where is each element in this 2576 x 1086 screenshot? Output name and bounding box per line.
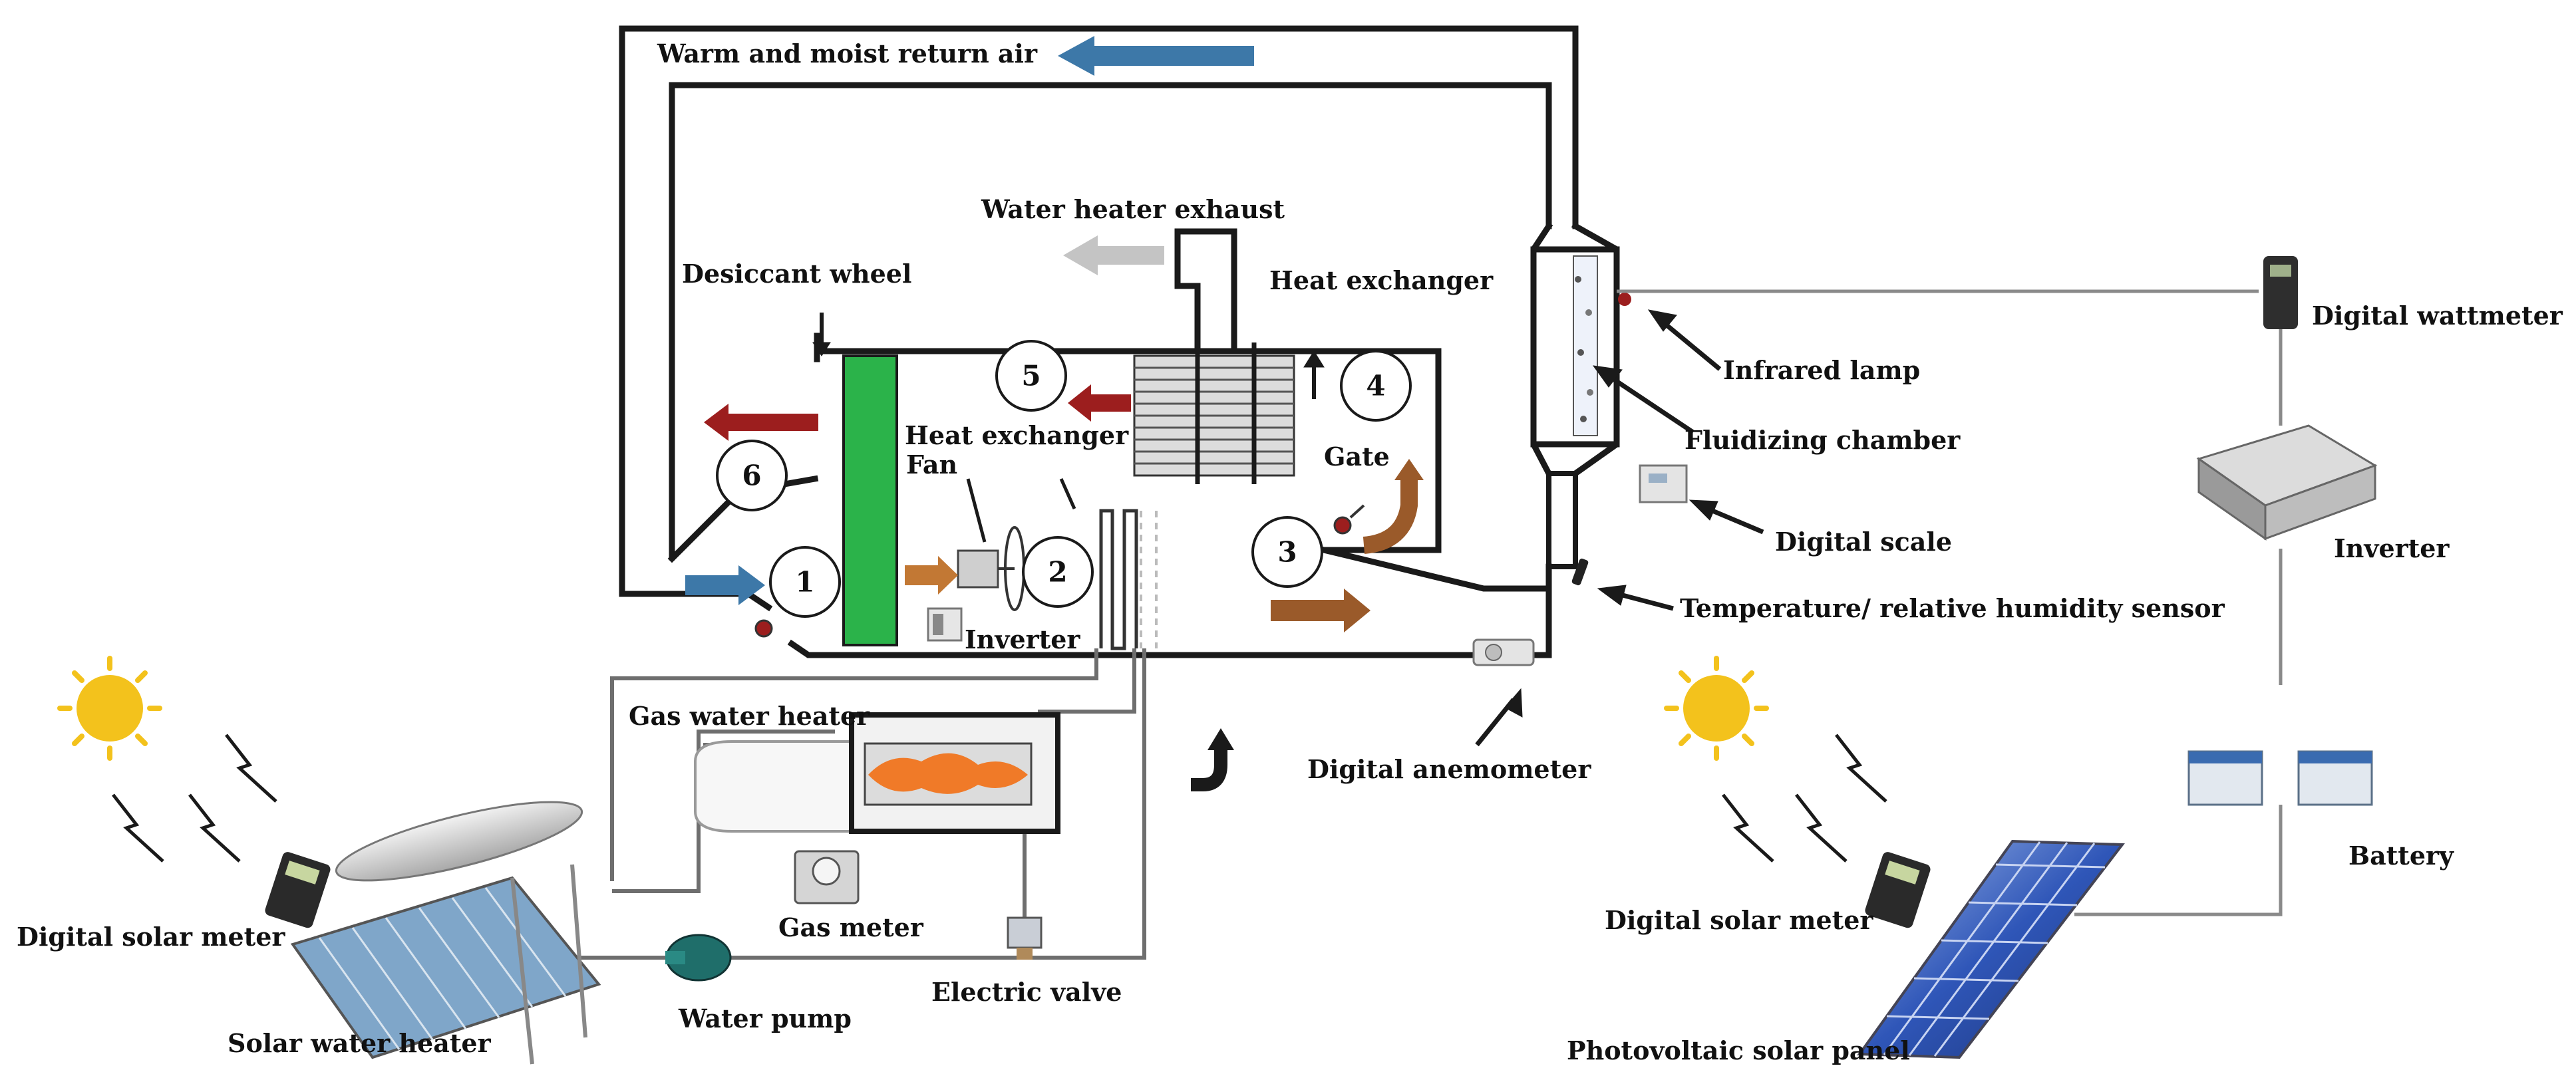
text-labels: Warm and moist return air Water heater e… <box>17 39 2563 1065</box>
sun-rays-right <box>1722 734 1887 863</box>
pv-panel <box>1857 839 2125 1059</box>
return-air-duct <box>619 25 1579 597</box>
grey-arrow-exhaust <box>1063 235 1164 275</box>
label-inverter-left: Inverter <box>965 624 1080 654</box>
station-4-label: 4 <box>1366 370 1385 402</box>
desiccant-wheel <box>842 354 898 646</box>
label-water-pump: Water pump <box>678 1004 852 1033</box>
fan-icon <box>957 526 1025 611</box>
blue-arrow-return <box>1058 36 1254 76</box>
temperature-sensor-icon <box>1571 558 1589 586</box>
heat-exchanger-top <box>1133 342 1295 484</box>
sun-rays-left <box>112 734 277 863</box>
solar-meter-icon-right <box>1865 852 1931 928</box>
station-3-label: 3 <box>1277 536 1297 569</box>
exhaust-stack <box>1174 228 1237 354</box>
inverter-small-icon <box>927 607 963 642</box>
heat-exchanger-mid <box>1099 509 1158 650</box>
brown-arrow-gate <box>1363 459 1424 554</box>
station-2-label: 2 <box>1048 556 1067 589</box>
electric-valve-icon <box>1007 916 1043 960</box>
label-heat-exchanger-top: Heat exchanger <box>1269 265 1494 295</box>
station-circles: 1 2 3 4 5 6 <box>716 340 1412 618</box>
station-1-label: 1 <box>795 566 814 599</box>
red-arrow-6 <box>704 404 818 441</box>
station-6 <box>716 440 788 511</box>
station-3 <box>1251 516 1323 588</box>
black-arrow-heater <box>1191 728 1234 791</box>
label-pv-panel: Photovoltaic solar panel <box>1567 1035 1910 1065</box>
station-4 <box>1340 350 1412 422</box>
battery-icon <box>2187 750 2373 806</box>
label-water-heater-exhaust: Water heater exhaust <box>981 194 1285 224</box>
label-solar-water-heater: Solar water heater <box>228 1028 492 1058</box>
electrical-wires <box>1617 289 2283 916</box>
label-digital-solar-meter-right: Digital solar meter <box>1605 905 1873 935</box>
gas-water-heater <box>694 712 1060 834</box>
sun-icon-right <box>1664 656 1769 761</box>
brown-arrow-fan <box>905 556 958 595</box>
digital-anemometer-icon <box>1472 638 1535 666</box>
label-desiccant-wheel: Desiccant wheel <box>682 259 911 289</box>
label-gas-water-heater: Gas water heater <box>629 701 870 731</box>
fluidizing-chamber <box>1530 221 1620 569</box>
digital-wattmeter-icon <box>2263 256 2298 329</box>
sun-icon-left <box>57 656 162 761</box>
brown-arrow-lower <box>1271 589 1370 632</box>
solar-water-heater <box>290 801 601 1065</box>
label-gas-meter: Gas meter <box>778 912 924 942</box>
label-battery: Battery <box>2348 841 2454 871</box>
label-return-air: Warm and moist return air <box>657 39 1038 68</box>
station-5 <box>995 340 1067 412</box>
label-digital-wattmeter: Digital wattmeter <box>2312 301 2563 331</box>
label-heat-exchanger-mid: Heat exchanger <box>905 420 1129 450</box>
label-gate: Gate <box>1324 442 1390 472</box>
label-fan: Fan <box>906 450 957 479</box>
station-6-label: 6 <box>742 460 761 492</box>
inverter-icon-right <box>2196 424 2378 541</box>
label-electric-valve: Electric valve <box>931 977 1122 1007</box>
water-pump-icon <box>665 934 732 982</box>
station-5-label: 5 <box>1021 360 1041 392</box>
station-2 <box>1022 536 1094 608</box>
label-inverter-right: Inverter <box>2334 533 2450 563</box>
infrared-lamp-icon <box>1618 293 1631 306</box>
gas-meter-icon <box>794 850 860 904</box>
blue-arrow-inlet <box>685 565 765 605</box>
label-digital-solar-meter-left: Digital solar meter <box>17 922 285 952</box>
station-1 <box>769 546 841 618</box>
label-digital-scale: Digital scale <box>1775 527 1952 557</box>
solar-meter-icon-left <box>265 852 331 928</box>
gate-icon <box>1333 504 1365 535</box>
digital-scale-icon <box>1639 464 1688 503</box>
pointer-arrows <box>812 309 1764 747</box>
label-digital-anemometer: Digital anemometer <box>1307 754 1591 784</box>
label-infrared-lamp: Infrared lamp <box>1723 355 1920 385</box>
red-arrow-5 <box>1068 384 1131 422</box>
label-fluidizing-chamber: Fluidizing chamber <box>1685 425 1961 455</box>
label-temp-sensor: Temperature/ relative humidity sensor <box>1680 593 2225 623</box>
inlet-damper-icon <box>754 619 773 638</box>
